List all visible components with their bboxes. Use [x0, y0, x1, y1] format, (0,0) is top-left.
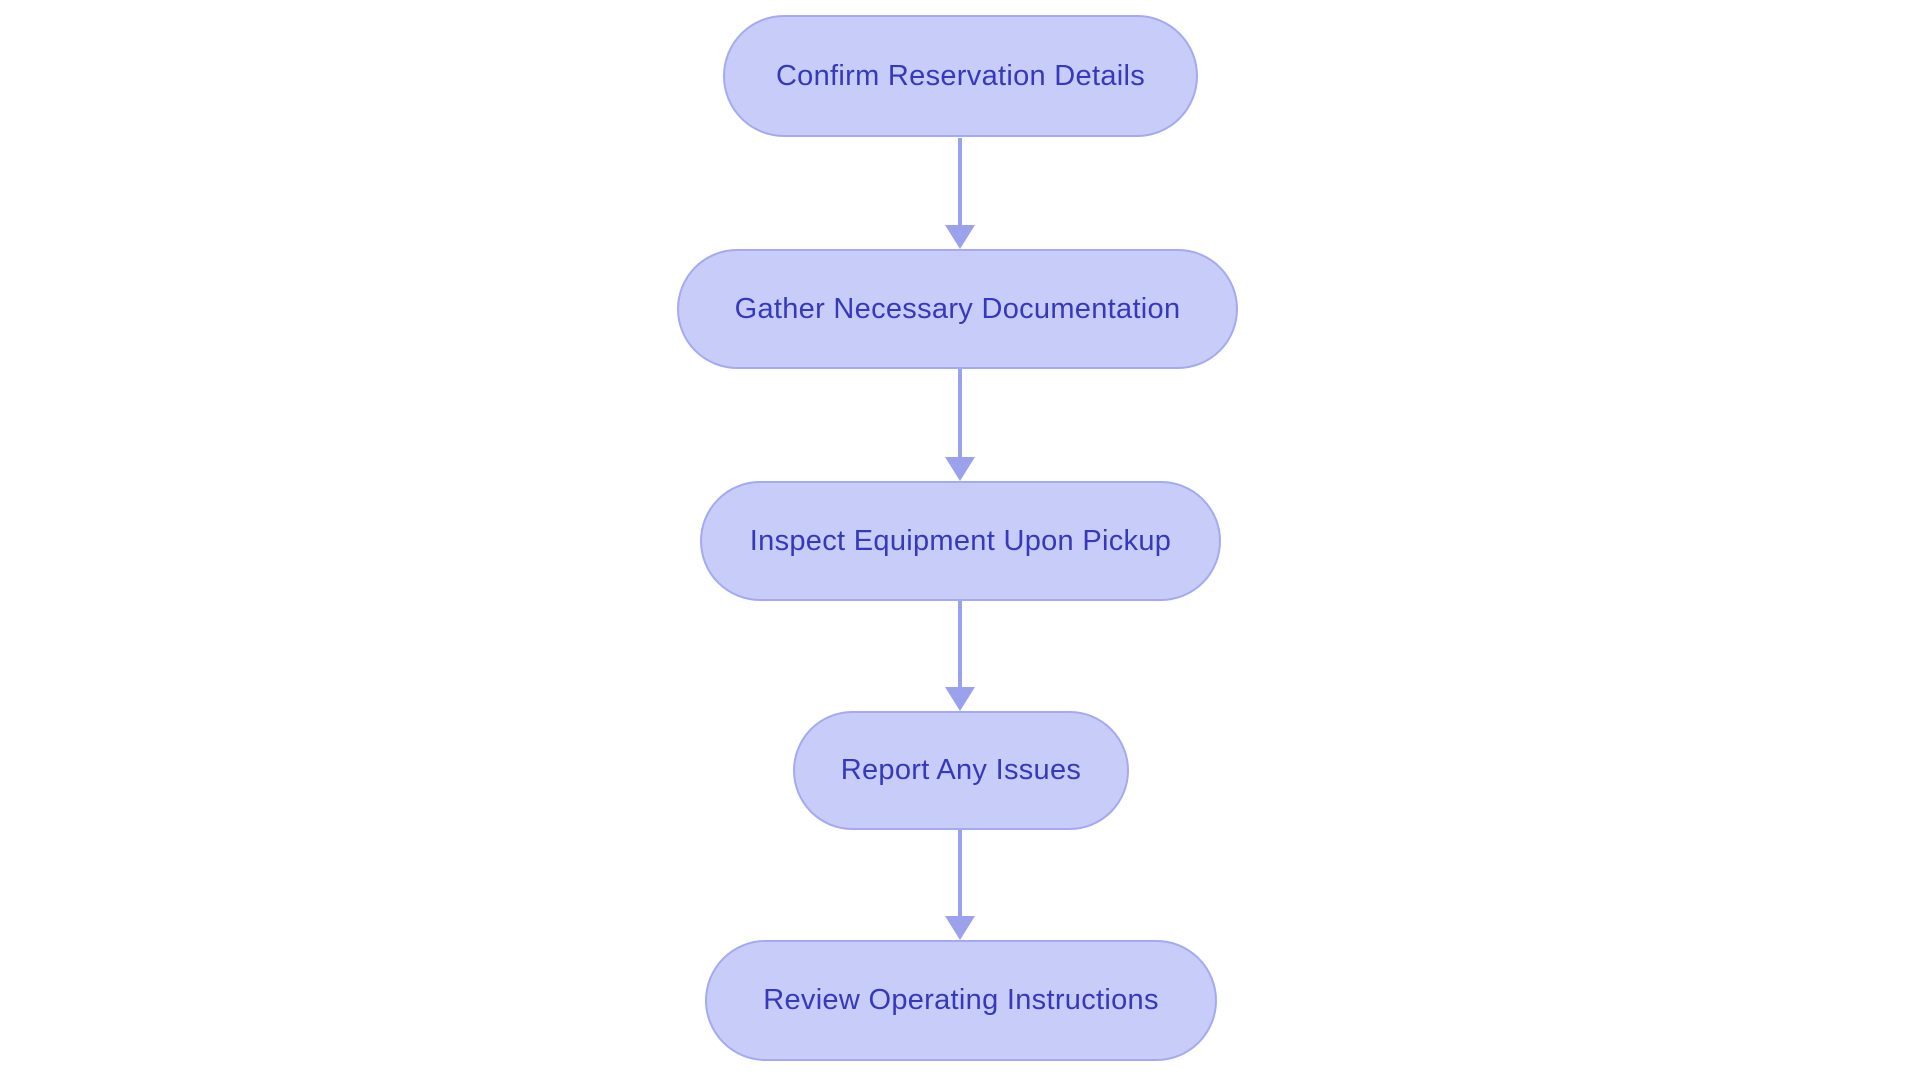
arrowhead-down-icon [945, 687, 975, 711]
flow-node-inspect-equipment-upon-pickup: Inspect Equipment Upon Pickup [700, 481, 1221, 601]
arrow-stem [958, 369, 962, 457]
node-label: Gather Necessary Documentation [734, 292, 1181, 325]
node-label: Report Any Issues [840, 754, 1082, 787]
flow-connector-2 [945, 369, 975, 481]
flow-connector-3 [945, 601, 975, 711]
node-label: Confirm Reservation Details [775, 59, 1146, 92]
flow-node-confirm-reservation-details: Confirm Reservation Details [723, 15, 1198, 137]
flow-connector-1 [945, 138, 975, 249]
arrow-stem [958, 830, 962, 916]
flow-node-gather-necessary-documentation: Gather Necessary Documentation [677, 249, 1238, 369]
flow-node-review-operating-instructions: Review Operating Instructions [705, 940, 1217, 1061]
node-label: Inspect Equipment Upon Pickup [749, 524, 1172, 557]
arrowhead-down-icon [945, 225, 975, 249]
flow-connector-4 [945, 830, 975, 940]
arrow-stem [958, 601, 962, 687]
arrow-stem [958, 138, 962, 225]
arrowhead-down-icon [945, 457, 975, 481]
node-label: Review Operating Instructions [763, 984, 1159, 1017]
flow-node-report-any-issues: Report Any Issues [793, 711, 1129, 830]
arrowhead-down-icon [945, 916, 975, 940]
